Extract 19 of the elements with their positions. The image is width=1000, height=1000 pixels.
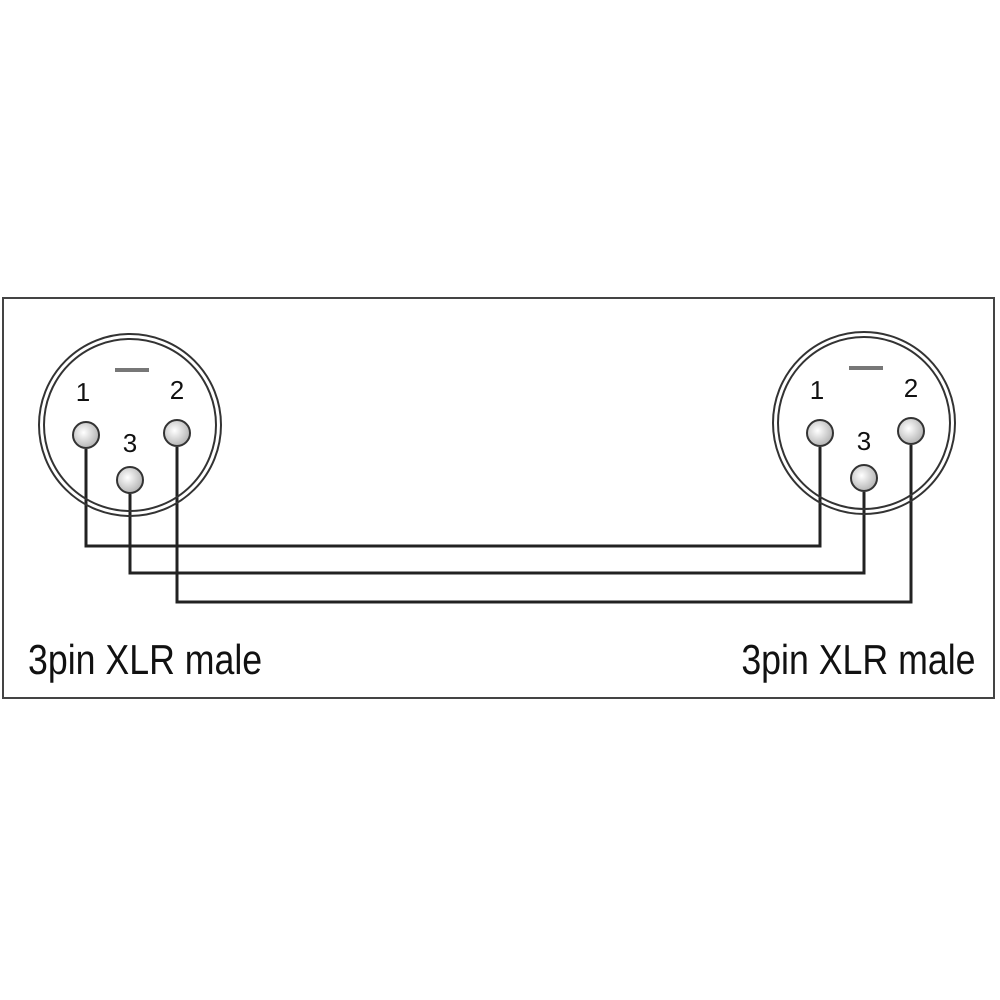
pin-contact bbox=[163, 419, 191, 447]
pin-contact bbox=[72, 421, 100, 449]
wire bbox=[84, 447, 822, 548]
connector-caption: 3pin XLR male bbox=[28, 637, 262, 683]
pin-contact bbox=[116, 466, 144, 494]
pin-number: 2 bbox=[904, 375, 918, 401]
connector-caption: 3pin XLR male bbox=[740, 637, 975, 683]
pin-number: 1 bbox=[810, 377, 824, 403]
pin-contact bbox=[850, 464, 878, 492]
pin-contact bbox=[806, 419, 834, 447]
connector-face bbox=[772, 331, 956, 515]
wire bbox=[128, 492, 866, 574]
pin-contact bbox=[897, 417, 925, 445]
wire bbox=[176, 445, 912, 604]
pin-number: 3 bbox=[856, 428, 872, 454]
connector-face bbox=[38, 333, 222, 517]
pin-number: 3 bbox=[122, 430, 138, 456]
pin-number: 2 bbox=[170, 377, 184, 403]
pin-number: 1 bbox=[76, 379, 90, 405]
